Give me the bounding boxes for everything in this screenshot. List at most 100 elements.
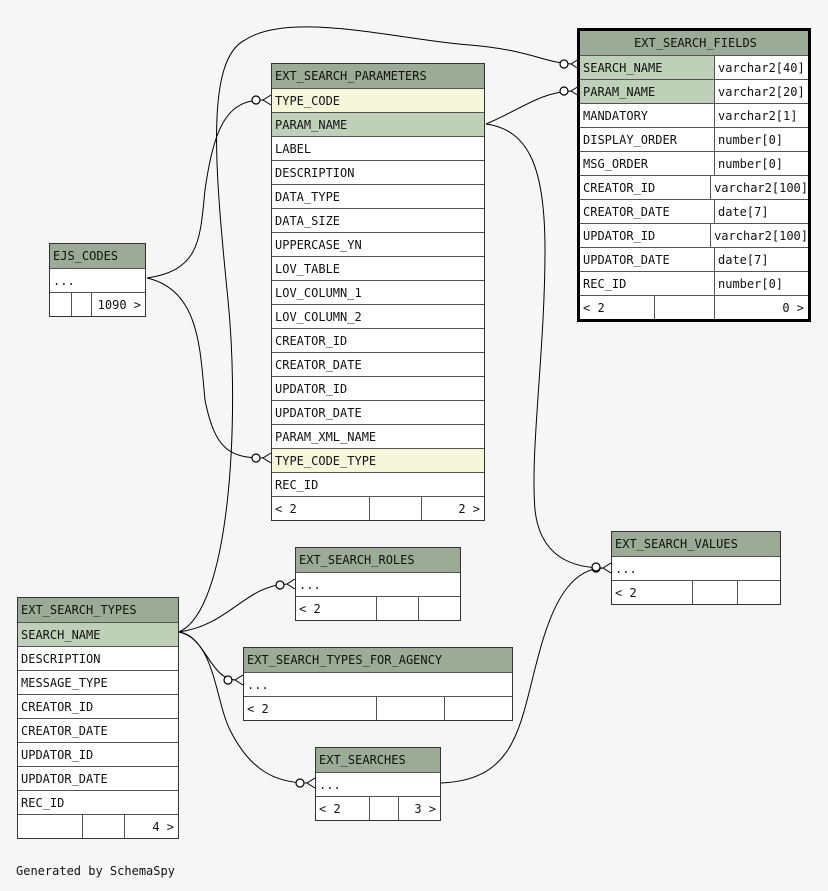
column-row[interactable]: PARAM_XML_NAME <box>272 424 484 448</box>
column-row[interactable]: UPDATOR_DATE <box>18 766 178 790</box>
footer-spacer <box>71 293 91 316</box>
children-link[interactable] <box>444 697 512 720</box>
column-type: varchar2[100] <box>710 176 808 199</box>
table-header[interactable]: EXT_SEARCH_VALUES <box>612 532 780 556</box>
footer-spacer <box>376 597 418 620</box>
children-link[interactable]: 4 > <box>124 815 178 838</box>
table-ext-search-types-for-agency[interactable]: EXT_SEARCH_TYPES_FOR_AGENCY ... < 2 <box>243 647 513 721</box>
table-title: EXT_SEARCH_PARAMETERS <box>275 69 427 83</box>
rel-codes-to-typecode-end <box>251 95 261 105</box>
parents-link[interactable]: < 2 <box>247 702 269 716</box>
column-row[interactable]: DATA_TYPE <box>272 184 484 208</box>
column-row[interactable]: LOV_TABLE <box>272 256 484 280</box>
column-row[interactable]: REC_ID <box>18 790 178 814</box>
table-title: EXT_SEARCH_TYPES <box>21 603 137 617</box>
column-row[interactable]: UPDATOR_ID <box>18 742 178 766</box>
table-header[interactable]: EXT_SEARCHES <box>316 748 440 772</box>
table-ejs-codes[interactable]: EJS_CODES ... 1090 > <box>49 243 146 317</box>
table-ext-search-roles[interactable]: EXT_SEARCH_ROLES ... < 2 <box>295 547 461 621</box>
column-row[interactable]: LOV_COLUMN_1 <box>272 280 484 304</box>
rel-types-to-fields <box>178 26 573 633</box>
column-row[interactable]: UPPERCASE_YN <box>272 232 484 256</box>
children-link[interactable]: 0 > <box>714 296 808 319</box>
table-header[interactable]: EXT_SEARCH_TYPES <box>18 598 178 622</box>
column-row[interactable]: ... <box>612 556 780 580</box>
column-row[interactable]: ... <box>316 772 440 796</box>
column-row[interactable]: UPDATOR_ID <box>272 376 484 400</box>
table-title: EJS_CODES <box>53 249 119 263</box>
column-row[interactable]: DESCRIPTION <box>18 646 178 670</box>
rel-types-to-agency <box>178 631 237 681</box>
column-name: LOV_COLUMN_2 <box>275 310 362 324</box>
table-footer: < 2 3 > <box>316 796 440 820</box>
column-name: UPDATOR_ID <box>21 748 94 762</box>
parents-link[interactable]: < 2 <box>275 502 297 516</box>
column-row[interactable]: SEARCH_NAME <box>18 622 178 646</box>
column-name: REC_ID <box>275 478 319 492</box>
table-header[interactable]: EJS_CODES <box>50 244 145 268</box>
table-ext-search-parameters[interactable]: EXT_SEARCH_PARAMETERS TYPE_CODE PARAM_NA… <box>271 63 485 521</box>
column-row[interactable]: DESCRIPTION <box>272 160 484 184</box>
table-title: EXT_SEARCH_TYPES_FOR_AGENCY <box>247 653 443 667</box>
column-row[interactable]: PARAM_NAME <box>272 112 484 136</box>
table-footer: 1090 > <box>50 292 145 316</box>
column-name: ... <box>247 678 269 692</box>
table-header[interactable]: EXT_SEARCH_ROLES <box>296 548 460 572</box>
column-row[interactable]: ... <box>296 572 460 596</box>
column-name: PARAM_NAME <box>275 118 348 132</box>
table-ext-search-types[interactable]: EXT_SEARCH_TYPES SEARCH_NAME DESCRIPTION… <box>17 597 179 839</box>
column-name: LOV_COLUMN_1 <box>275 286 362 300</box>
column-name: UPDATOR_DATE <box>21 772 108 786</box>
parents-link[interactable]: < 2 <box>319 802 341 816</box>
children-link[interactable]: 2 > <box>421 497 484 520</box>
table-footer: < 2 2 > <box>272 496 484 520</box>
rel-searches-to-values-end <box>591 562 601 572</box>
column-name: DESCRIPTION <box>275 166 355 180</box>
table-ext-search-values[interactable]: EXT_SEARCH_VALUES ... < 2 <box>611 531 781 605</box>
table-header[interactable]: EXT_SEARCH_TYPES_FOR_AGENCY <box>244 648 512 672</box>
column-row[interactable]: CREATOR_DATE <box>18 718 178 742</box>
column-row[interactable]: TYPE_CODE <box>272 88 484 112</box>
column-name: DISPLAY_ORDER <box>583 133 677 147</box>
column-row[interactable]: CREATOR_ID <box>18 694 178 718</box>
table-ext-searches[interactable]: EXT_SEARCHES ... < 2 3 > <box>315 747 441 821</box>
parents-link[interactable] <box>50 293 71 316</box>
footer-spacer <box>654 296 714 319</box>
table-header[interactable]: EXT_SEARCH_PARAMETERS <box>272 64 484 88</box>
children-link[interactable] <box>737 581 780 604</box>
column-row[interactable]: CREATOR_ID <box>272 328 484 352</box>
children-link[interactable]: 3 > <box>398 797 440 820</box>
children-link[interactable] <box>418 597 460 620</box>
column-row[interactable]: REC_ID <box>272 472 484 496</box>
parents-link[interactable]: < 2 <box>299 602 321 616</box>
column-name: DATA_TYPE <box>275 190 341 204</box>
column-row[interactable]: CREATOR_DATE <box>272 352 484 376</box>
parents-link[interactable]: < 2 <box>615 586 637 600</box>
column-row[interactable]: DISPLAY_ORDER number[0] <box>580 127 808 151</box>
column-row[interactable]: LOV_COLUMN_2 <box>272 304 484 328</box>
column-row[interactable]: TYPE_CODE_TYPE <box>272 448 484 472</box>
column-row[interactable]: ... <box>244 672 512 696</box>
column-row[interactable]: DATA_SIZE <box>272 208 484 232</box>
footer-spacer <box>82 815 124 838</box>
column-row[interactable]: UPDATOR_DATE <box>272 400 484 424</box>
column-type: number[0] <box>714 128 808 151</box>
column-row[interactable]: ... <box>50 268 145 292</box>
parents-link[interactable]: < 2 <box>583 301 605 315</box>
table-header[interactable]: EXT_SEARCH_FIELDS <box>580 31 808 55</box>
column-row[interactable]: MESSAGE_TYPE <box>18 670 178 694</box>
children-link[interactable]: 1090 > <box>91 293 145 316</box>
parents-link[interactable] <box>18 815 82 838</box>
table-title: EXT_SEARCH_VALUES <box>615 537 738 551</box>
column-row[interactable]: LABEL <box>272 136 484 160</box>
